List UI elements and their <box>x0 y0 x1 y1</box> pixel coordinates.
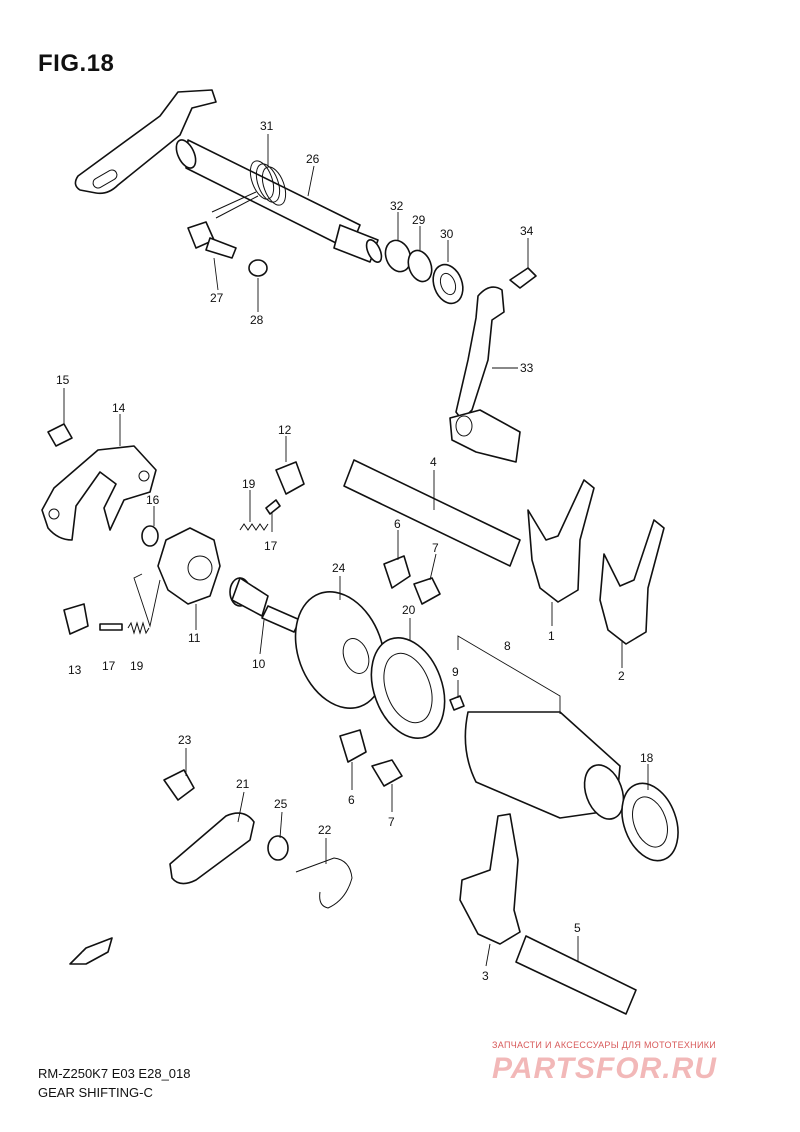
callout-labels: 31 26 32 29 30 34 27 28 33 15 14 12 4 19… <box>56 119 654 983</box>
callout-25: 25 <box>274 797 288 811</box>
callout-24: 24 <box>332 561 346 575</box>
cam-drum-plate-part-24 <box>294 591 386 709</box>
callout-5: 5 <box>574 921 581 935</box>
callout-7-lower: 7 <box>388 815 395 829</box>
callout-33: 33 <box>520 361 534 375</box>
shift-fork-part-2 <box>599 519 665 645</box>
bolt-part-27 <box>187 221 237 259</box>
fork-shaft-part-4 <box>343 459 521 567</box>
bolt-part-34 <box>509 267 537 289</box>
callout-10: 10 <box>252 657 266 671</box>
callout-26: 26 <box>306 152 320 166</box>
shift-lever-part-33 <box>449 286 521 463</box>
callout-9: 9 <box>452 665 459 679</box>
callout-2: 2 <box>618 669 625 683</box>
pin-part-9 <box>449 695 465 711</box>
callout-17-upper: 17 <box>264 539 278 553</box>
callout-8: 8 <box>504 639 511 653</box>
oil-seal-part-30 <box>432 263 464 305</box>
gear-shift-cam-drum-part-8 <box>464 711 625 820</box>
callout-15: 15 <box>56 373 70 387</box>
figure-title: FIG.18 <box>38 50 115 77</box>
diagram-name: GEAR SHIFTING-C <box>38 1085 153 1100</box>
callout-34: 34 <box>520 224 534 238</box>
callout-11: 11 <box>188 631 201 645</box>
spring-part-19-lower <box>127 621 150 635</box>
callout-32: 32 <box>390 199 404 213</box>
callout-6-lower: 6 <box>348 793 355 807</box>
leader-lines <box>63 134 649 967</box>
washer-part-28 <box>248 259 268 277</box>
return-spring-part-31 <box>211 160 287 219</box>
spring-part-22 <box>295 857 353 909</box>
model-code: RM-Z250K7 E03 E28_018 <box>38 1066 191 1081</box>
watermark-logo: PARTSFOR.RU <box>492 1052 717 1085</box>
callout-12: 12 <box>278 423 292 437</box>
bearing-part-20 <box>370 636 446 740</box>
screw-part-7-lower <box>371 759 403 787</box>
callout-20: 20 <box>402 603 416 617</box>
pawl-part-13 <box>63 603 89 635</box>
shift-fork-part-3 <box>459 813 521 945</box>
callout-29: 29 <box>412 213 426 227</box>
stopper-part-6 <box>383 555 411 589</box>
bolt-part-10 <box>229 577 301 633</box>
callout-23: 23 <box>178 733 192 747</box>
stopper-part-6-lower <box>339 729 367 763</box>
callout-19-upper: 19 <box>242 477 256 491</box>
stopper-plate-part-14 <box>41 445 157 541</box>
callout-6-upper: 6 <box>394 517 401 531</box>
callout-14: 14 <box>112 401 126 415</box>
washer-part-29 <box>407 249 433 283</box>
watermark-caption: ЗАПЧАСТИ И АКСЕССУАРЫ ДЛЯ МОТОТЕХНИКИ <box>492 1040 717 1050</box>
fork-shaft-part-5 <box>515 935 637 1015</box>
pin-part-17-lower <box>99 623 123 631</box>
shift-shaft-part-26 <box>74 89 383 263</box>
callout-1: 1 <box>548 629 555 643</box>
callout-27: 27 <box>210 291 224 305</box>
bearing-part-18 <box>621 782 679 862</box>
callout-31: 31 <box>260 119 274 133</box>
callout-18: 18 <box>640 751 654 765</box>
pawl-part-12 <box>275 461 305 495</box>
screw-part-7 <box>413 577 441 605</box>
callout-17-lower: 17 <box>102 659 116 673</box>
shift-fork-part-1 <box>527 479 595 603</box>
screw-part-15 <box>47 423 73 447</box>
stopper-arm-part-21 <box>169 812 255 885</box>
bolt-part-23 <box>163 769 195 801</box>
fwd-arrow-icon: FWD <box>69 937 113 965</box>
callout-7-upper: 7 <box>432 541 439 555</box>
callout-19-lower: 19 <box>130 659 144 673</box>
spacer-part-16 <box>141 525 159 547</box>
callout-16: 16 <box>146 493 160 507</box>
gear-shift-cam-part-11 <box>157 527 221 605</box>
callout-13: 13 <box>68 663 82 677</box>
callout-28: 28 <box>250 313 264 327</box>
circlip-part-32 <box>384 239 412 273</box>
washer-part-25 <box>267 835 289 861</box>
pin-part-17 <box>265 499 281 515</box>
callout-30: 30 <box>440 227 454 241</box>
callout-3: 3 <box>482 969 489 983</box>
callout-4: 4 <box>430 455 437 469</box>
callout-22: 22 <box>318 823 332 837</box>
callout-21: 21 <box>236 777 250 791</box>
spring-part-19 <box>239 523 269 531</box>
